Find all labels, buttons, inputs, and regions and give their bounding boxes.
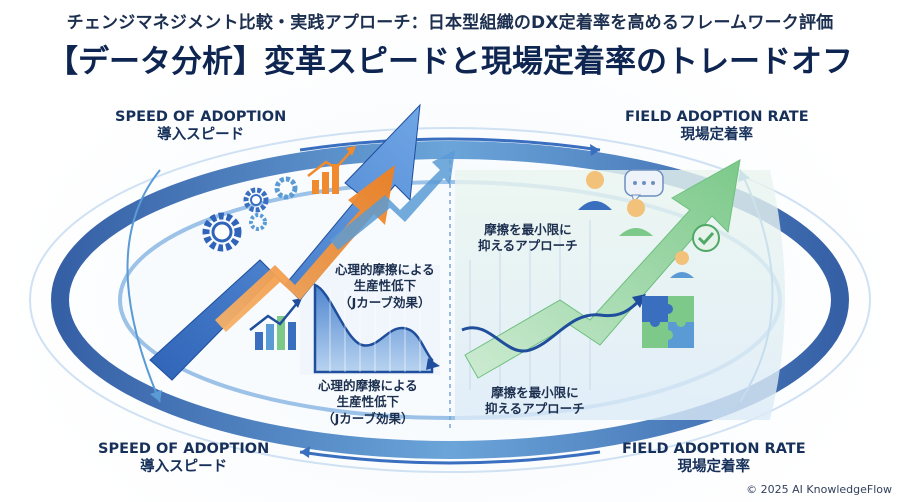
rising-chart-icon — [307, 146, 356, 194]
speed-label-bottom-en: SPEED OF ADOPTION — [98, 441, 270, 457]
jcurve-note-lower-line2: 生産性低下 — [336, 394, 400, 410]
copyright-text: © 2025 AI KnowledgeFlow — [746, 483, 892, 496]
friction-note-upper: 摩擦を最小限に 抑えるアプローチ — [478, 222, 578, 255]
friction-wave-line — [461, 298, 642, 353]
friction-note-upper-line2: 抑えるアプローチ — [478, 238, 578, 254]
friction-note-lower-line2: 抑えるアプローチ — [485, 401, 585, 417]
chat-bubble-icon — [624, 169, 664, 204]
corner-bottom-left: SPEED OF ADOPTION 導入スピード — [98, 440, 269, 476]
bar-chart-icon — [249, 298, 302, 350]
friction-note-upper-line1: 摩擦を最小限に — [484, 222, 572, 237]
people-icon — [578, 171, 694, 278]
jcurve-note-upper: 心理的摩擦による 生産性低下 （Jカーブ効果） — [335, 262, 435, 311]
check-icon — [692, 224, 720, 252]
outer-thin-ring — [29, 127, 871, 473]
adoption-label-bottom-en: FIELD ADOPTION RATE — [622, 441, 806, 457]
page-title: 【データ分析】変革スピードと現場定着率のトレードオフ — [47, 44, 853, 80]
cycle-arrowhead-left — [150, 390, 162, 402]
jcurve-note-upper-line3: （Jカーブ効果） — [339, 294, 431, 310]
jcurve-note-upper-line2: 生産性低下 — [353, 278, 417, 294]
cycle-arrow-left — [126, 169, 161, 403]
cycle-arrow-top — [299, 137, 601, 152]
puzzle-icon — [642, 296, 694, 348]
jcurve-arrowhead — [426, 358, 440, 370]
jcurve-note-upper-line1: 心理的摩擦による — [335, 262, 435, 277]
page-subtitle: チェンジマネジメント比較・実践アプローチ：日本型組織のDX定着率を高めるフレーム… — [66, 13, 834, 33]
jcurve-grid — [329, 290, 421, 372]
corner-bottom-right: FIELD ADOPTION RATE 現場定着率 — [622, 440, 806, 476]
outer-ring — [51, 141, 849, 459]
speed-arrow-blue-secondary — [330, 150, 455, 250]
jcurve-area — [313, 283, 434, 374]
cycle-arrowhead-top — [590, 144, 600, 156]
corner-top-left: SPEED OF ADOPTION 導入スピード — [115, 108, 286, 144]
adoption-label-bottom-jp: 現場定着率 — [677, 459, 751, 476]
gear-icon — [202, 176, 298, 252]
jcurve-note-lower: 心理的摩擦による 生産性低下 （Jカーブ効果） — [318, 378, 418, 427]
corner-top-right: FIELD ADOPTION RATE 現場定着率 — [625, 108, 809, 144]
speed-arrow-orange — [215, 165, 395, 332]
adoption-label-en: FIELD ADOPTION RATE — [625, 109, 809, 125]
right-panel-grid — [469, 220, 591, 390]
jcurve-note-lower-line3: （Jカーブ効果） — [322, 410, 414, 426]
speed-label-bottom-jp: 導入スピード — [140, 459, 228, 476]
speed-label-jp: 導入スピード — [157, 127, 245, 144]
jcurve-note-lower-line1: 心理的摩擦による — [318, 378, 418, 393]
speed-label-en: SPEED OF ADOPTION — [115, 109, 287, 125]
adoption-label-jp: 現場定着率 — [680, 127, 754, 144]
friction-note-lower: 摩擦を最小限に 抑えるアプローチ — [485, 385, 585, 418]
cycle-arrow-bottom — [299, 450, 601, 465]
cycle-arrowhead-bottom — [300, 446, 310, 458]
friction-note-lower-line1: 摩擦を最小限に — [491, 385, 579, 400]
